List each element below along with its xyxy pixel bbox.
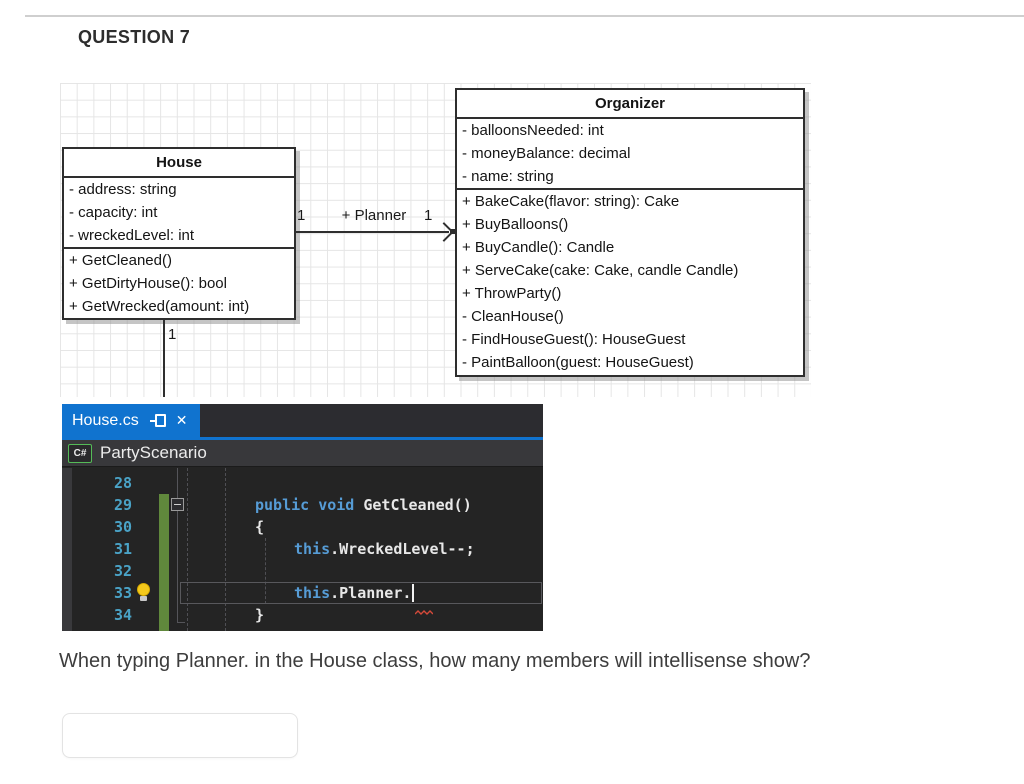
line-number: 31: [113, 540, 132, 558]
code-line: 32: [62, 560, 543, 582]
uml-diagram: House - address: string- capacity: int- …: [60, 83, 811, 397]
question-heading: QUESTION 7: [78, 27, 191, 47]
code-text: public void GetCleaned(): [255, 496, 472, 514]
close-tab-icon: ✕: [175, 412, 188, 429]
association-label: + Planner: [341, 207, 407, 224]
code-text: }: [255, 606, 265, 624]
active-tab-underline: [62, 437, 543, 440]
indent-guide: [265, 538, 266, 604]
code-text: this.WreckedLevel--;: [294, 540, 475, 558]
code-text: {: [255, 518, 265, 536]
current-line-highlight: [180, 582, 542, 604]
uml-class-organizer: Organizer - balloonsNeeded: int - moneyBa…: [455, 88, 805, 377]
answer-input[interactable]: [62, 713, 298, 758]
fold-margin-end-tick: [177, 622, 185, 623]
association-line: [296, 231, 449, 233]
uml-attribute: - capacity: int: [69, 204, 158, 221]
uml-attributes-compartment: - address: string - capacity: int - wrecke…: [64, 178, 294, 249]
line-number: 32: [113, 562, 132, 580]
multiplicity-organizer-end: 1: [424, 207, 433, 224]
collapse-region-icon: [171, 498, 184, 511]
uml-method: + BuyBalloons(): [462, 216, 569, 233]
uml-method: + GetWrecked(amount: int): [69, 298, 250, 315]
uml-method: - CleanHouse(): [462, 308, 564, 325]
multiplicity-house-bottom: 1: [168, 326, 177, 343]
uml-method: + ServeCake(cake: Cake, candle Candle): [462, 262, 739, 279]
indent-guide: [187, 468, 188, 631]
uml-class-title: Organizer: [457, 90, 803, 119]
uml-methods-compartment: + BakeCake(flavor: string): Cake + BuyBal…: [457, 190, 803, 374]
code-line: 34}: [62, 604, 543, 626]
uml-class-house: House - address: string- capacity: int- …: [62, 147, 296, 320]
breadcrumb-context: PartyScenario: [100, 443, 207, 462]
code-text: this.Planner.: [294, 584, 412, 602]
uml-method: + BuyCandle(): Candle: [462, 239, 615, 256]
uml-methods-compartment: + GetCleaned() + GetDirtyHouse(): bool + G…: [64, 249, 294, 318]
uml-attribute: - name: string: [462, 168, 554, 185]
fold-margin-line: [177, 468, 178, 622]
uml-method: + GetCleaned(): [69, 252, 172, 269]
code-area: 28 29 public void GetCleaned() 30 {31 this.Wr…: [62, 468, 543, 631]
uml-attribute: - moneyBalance: decimal: [462, 145, 631, 162]
lightbulb-icon: [136, 583, 151, 603]
house-association-line-vertical: [163, 320, 165, 397]
csharp-file-icon: C#: [68, 443, 92, 463]
code-line: 28: [62, 472, 543, 494]
code-line: 33 this.Planner.: [62, 582, 543, 615]
code-line: 29 public void GetCleaned(): [62, 494, 543, 516]
line-number: 28: [113, 474, 132, 492]
tab-strip: House.cs ✕: [62, 404, 543, 437]
tab-house-cs: House.cs ✕: [62, 404, 200, 437]
indent-guide: [225, 468, 226, 631]
association-endpoint-dot: [450, 229, 455, 234]
uml-method: + GetDirtyHouse(): bool: [69, 275, 227, 292]
vs-editor-screenshot: House.cs ✕ C# PartyScenario 28 29 public v…: [62, 404, 543, 631]
uml-attribute: - wreckedLevel: int: [69, 227, 195, 244]
uml-attribute: - address: string: [69, 181, 177, 198]
code-line: 30 {: [62, 516, 543, 538]
editor-breadcrumb: C# PartyScenario: [62, 440, 543, 467]
line-number: 33: [113, 584, 132, 602]
line-number: 34: [113, 606, 132, 624]
uml-method: + ThrowParty(): [462, 285, 562, 302]
uml-method: - FindHouseGuest(): HouseGuest: [462, 331, 686, 348]
error-squiggle: [414, 600, 434, 619]
tab-title: House.cs: [72, 411, 139, 429]
pin-icon: [149, 414, 166, 427]
uml-attributes-compartment: - balloonsNeeded: int - moneyBalance: dec…: [457, 119, 803, 190]
code-line: 35: [62, 626, 543, 631]
line-number: 35: [76, 626, 132, 631]
top-divider: [25, 15, 1024, 17]
uml-attribute: - balloonsNeeded: int: [462, 122, 604, 139]
editor-left-margin: [62, 468, 72, 631]
uml-class-title: House: [64, 149, 294, 178]
line-number: 29: [113, 496, 132, 514]
code-line: 31 this.WreckedLevel--;: [62, 538, 543, 560]
multiplicity-house-end: 1: [297, 207, 306, 224]
line-number: 30: [113, 518, 132, 536]
uml-method: + BakeCake(flavor: string): Cake: [462, 193, 680, 210]
text-caret: [412, 584, 414, 602]
uml-method: - PaintBalloon(guest: HouseGuest): [462, 354, 694, 371]
question-text: When typing Planner. in the House class,…: [59, 650, 811, 672]
changed-lines-bar: [159, 494, 169, 631]
